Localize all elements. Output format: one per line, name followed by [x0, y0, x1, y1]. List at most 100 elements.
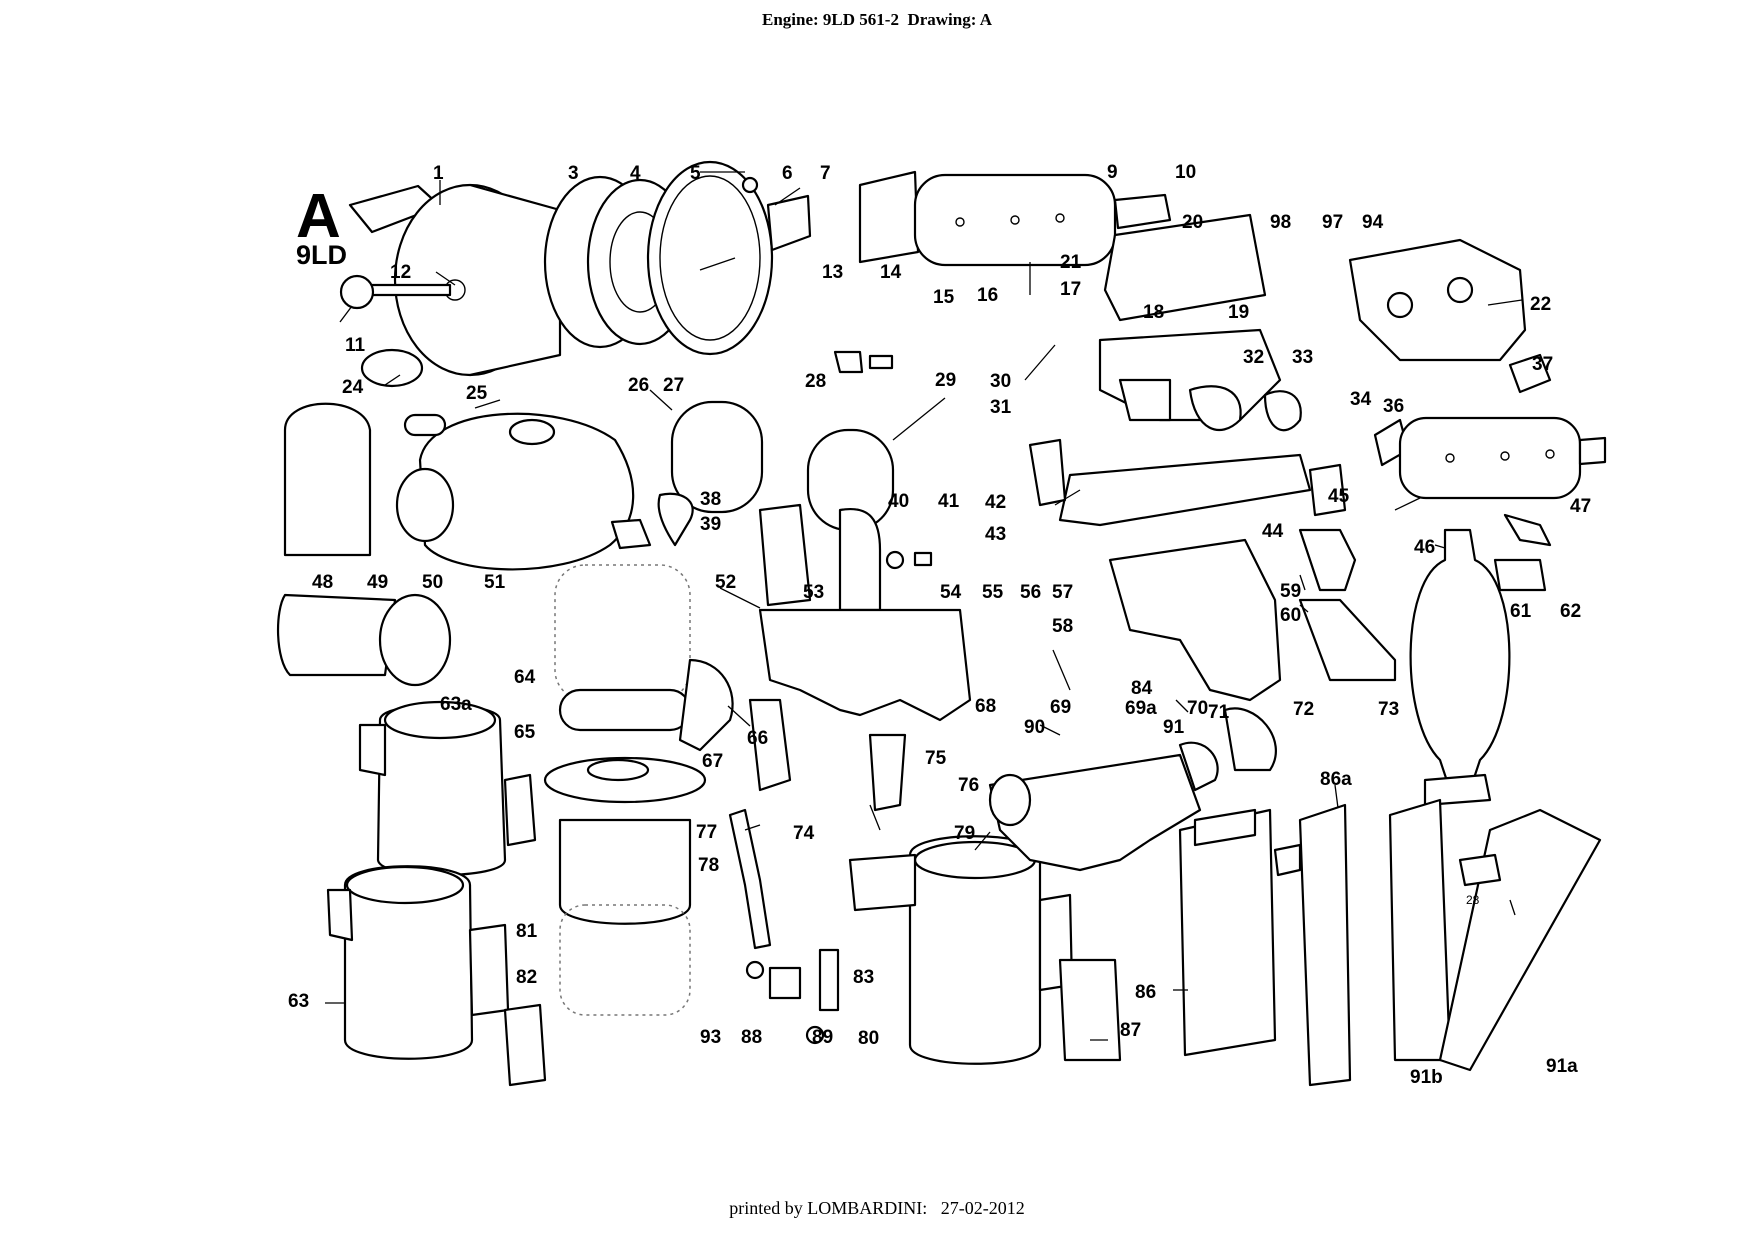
- heat-shield-20: [1103, 213, 1267, 322]
- label-part: 94: [1362, 212, 1384, 233]
- label-part: 43: [985, 524, 1006, 545]
- oil-bath-cup-64-80: [543, 564, 707, 1016]
- label-part: 55: [982, 582, 1004, 603]
- oil-bath-filter-51: [283, 348, 652, 571]
- oil-bath-filters-63: [326, 700, 547, 1087]
- label-part: 41: [938, 491, 960, 512]
- label-part: 82: [516, 967, 537, 988]
- label-part: 40: [888, 491, 909, 512]
- label-part: 22: [1530, 294, 1551, 315]
- label-part: 68: [975, 696, 996, 717]
- label-part: 16: [977, 285, 998, 306]
- label-part: 97: [1322, 212, 1343, 233]
- label-part: 48: [312, 572, 333, 593]
- label-part: 3: [568, 163, 579, 184]
- label-part: 1: [433, 163, 444, 184]
- label-part: 57: [1052, 582, 1073, 603]
- dimension-label: 28: [1466, 893, 1480, 907]
- label-part: 45: [1328, 486, 1350, 507]
- label-part: 29: [935, 370, 956, 391]
- label-part: 9: [1107, 162, 1118, 183]
- label-part: 34: [1350, 389, 1372, 410]
- label-part: 87: [1120, 1020, 1141, 1041]
- air-filter-housing: [339, 183, 562, 377]
- label-part: 4: [630, 163, 641, 184]
- label-part: 79: [954, 823, 975, 844]
- label-part: 7: [820, 163, 831, 184]
- label-part: 91b: [1410, 1067, 1443, 1088]
- label-part: 38: [700, 489, 721, 510]
- label-part: 28: [805, 371, 826, 392]
- label-part: 93: [700, 1027, 721, 1048]
- label-part: 90: [1024, 717, 1045, 738]
- label-part: 69: [1050, 697, 1071, 718]
- label-part: 59: [1280, 581, 1301, 602]
- label-part: 30: [990, 371, 1011, 392]
- label-part: 37: [1532, 354, 1553, 375]
- label-part: 56: [1020, 582, 1041, 603]
- silencer-46: [1409, 513, 1552, 807]
- leader-lines: [325, 171, 1523, 1041]
- label-part: 31: [990, 397, 1012, 418]
- tube-75-fittings: [728, 808, 840, 1045]
- intake-manifold-53: [678, 608, 972, 812]
- label-part: 24: [342, 377, 364, 398]
- label-part: 25: [466, 383, 488, 404]
- label-part: 91: [1163, 717, 1185, 738]
- silencers-87-94: [1178, 798, 1602, 1087]
- label-part: 36: [1383, 396, 1404, 417]
- label-part: 64: [514, 667, 536, 688]
- label-part: 78: [698, 855, 719, 876]
- label-part: 33: [1292, 347, 1313, 368]
- label-part: 10: [1175, 162, 1196, 183]
- label-part: 14: [880, 262, 902, 283]
- label-part: 61: [1510, 601, 1532, 622]
- label-part: 67: [702, 751, 723, 772]
- label-part: 51: [484, 572, 506, 593]
- label-part: 63: [288, 991, 309, 1012]
- label-part: 84: [1131, 678, 1153, 699]
- label-part: 89: [812, 1027, 833, 1048]
- label-part: 15: [933, 287, 955, 308]
- label-part: 44: [1262, 521, 1284, 542]
- label-part: 58: [1052, 616, 1073, 637]
- label-part: 26: [628, 375, 649, 396]
- label-part: 77: [696, 822, 717, 843]
- label-part: 50: [422, 572, 443, 593]
- label-part: 39: [700, 514, 721, 535]
- label-part: 60: [1280, 605, 1301, 626]
- filter-cover-7: [646, 160, 812, 356]
- page-footer: printed by LOMBARDINI: 27-02-2012: [729, 1198, 1025, 1218]
- exhaust-manifold-22: [1348, 238, 1527, 362]
- pre-cleaner-48-50: [277, 593, 452, 687]
- label-part: 80: [858, 1028, 879, 1049]
- label-part: 66: [747, 728, 768, 749]
- label-part: 75: [925, 748, 947, 769]
- label-part: 13: [822, 262, 843, 283]
- label-part: 54: [940, 582, 962, 603]
- label-part: 83: [853, 967, 874, 988]
- label-part: 73: [1378, 699, 1399, 720]
- label-part: 32: [1243, 347, 1264, 368]
- label-part: 98: [1270, 212, 1291, 233]
- page-header: Engine: 9LD 561-2 Drawing: A: [761, 10, 992, 29]
- label-part: 86: [1135, 982, 1156, 1003]
- silencer-47: [1373, 353, 1607, 500]
- label-part: 53: [803, 582, 824, 603]
- label-part: 27: [663, 375, 684, 396]
- label-part: 88: [741, 1027, 762, 1048]
- fittings-13-28: [833, 350, 894, 374]
- oil-bath-filter-81-82: [848, 835, 1122, 1065]
- exhaust-manifolds-19-43: [1028, 328, 1397, 702]
- label-part: 12: [390, 262, 411, 283]
- label-part: 74: [793, 823, 815, 844]
- label-part: 81: [516, 921, 538, 942]
- drawing-model: 9LD: [296, 240, 347, 270]
- label-part: 5: [690, 163, 701, 184]
- label-part: 76: [958, 775, 979, 796]
- label-part: 19: [1228, 302, 1249, 323]
- drawing-letter: A: [296, 182, 341, 251]
- label-part: 86a: [1320, 769, 1352, 790]
- label-part: 49: [367, 572, 388, 593]
